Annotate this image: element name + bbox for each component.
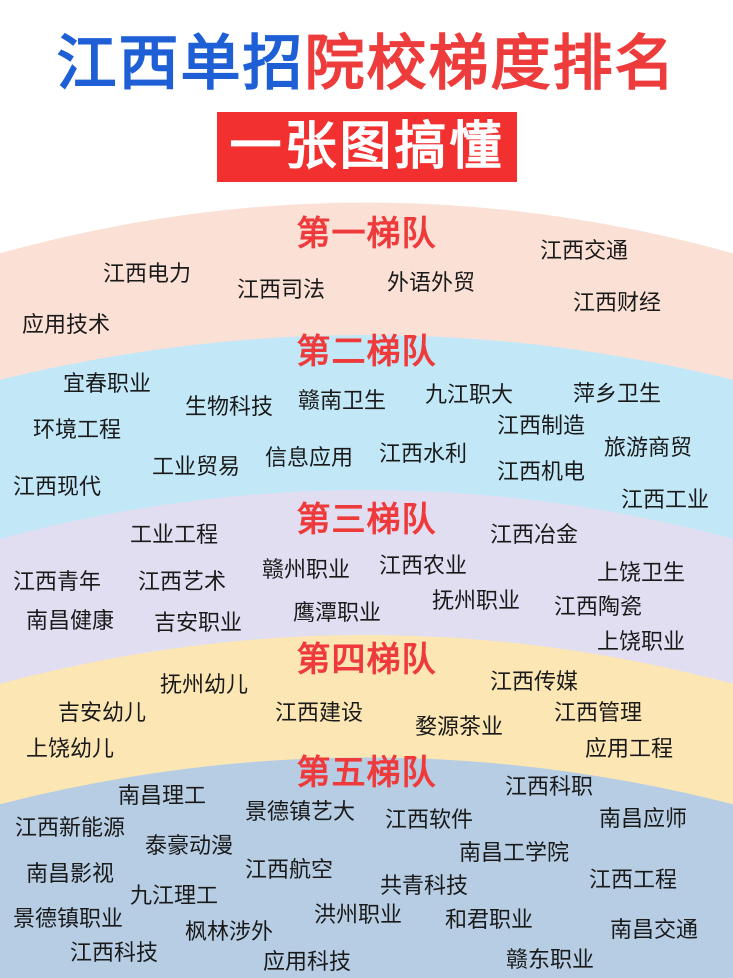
school-name: 环境工程 — [33, 418, 122, 443]
school-name: 江西制造 — [497, 414, 586, 439]
main-title-part-1: 江西单招 — [56, 29, 305, 99]
school-name: 江西现代 — [13, 475, 102, 500]
school-name: 萍乡卫生 — [573, 382, 662, 407]
school-name: 江西司法 — [237, 278, 326, 303]
school-name: 江西软件 — [385, 808, 474, 833]
school-name: 江西管理 — [554, 701, 643, 726]
subtitle-banner: 一张图搞懂 — [217, 112, 517, 182]
school-name: 江西陶瓷 — [554, 595, 643, 620]
tier-5-title: 第五梯队 — [296, 753, 437, 793]
school-name: 江西新能源 — [15, 816, 126, 841]
school-name: 南昌健康 — [26, 609, 115, 634]
tier-5-band — [0, 757, 733, 978]
school-name: 上饶幼儿 — [26, 737, 115, 762]
school-name: 赣州职业 — [262, 558, 351, 583]
school-name: 应用科技 — [263, 950, 352, 975]
school-name: 赣东职业 — [506, 948, 595, 973]
school-name: 江西冶金 — [490, 523, 579, 548]
school-name: 景德镇职业 — [13, 907, 124, 932]
school-name: 应用工程 — [585, 737, 674, 762]
school-name: 共青科技 — [380, 874, 469, 899]
school-name: 抚州幼儿 — [160, 673, 249, 698]
school-name: 鹰潭职业 — [293, 601, 382, 626]
school-name: 九江理工 — [130, 884, 219, 909]
tier-2-title: 第二梯队 — [296, 332, 437, 372]
school-name: 工业贸易 — [152, 455, 241, 480]
school-name: 江西航空 — [245, 858, 334, 883]
school-name: 洪州职业 — [314, 903, 403, 928]
school-name: 泰豪动漫 — [145, 834, 234, 859]
school-name: 南昌应师 — [599, 807, 688, 832]
school-name: 江西水利 — [379, 442, 468, 467]
school-name: 景德镇艺大 — [245, 800, 356, 825]
school-name: 南昌影视 — [26, 862, 115, 887]
school-name: 外语外贸 — [387, 271, 476, 296]
school-name: 信息应用 — [265, 446, 354, 471]
tier-1-title: 第一梯队 — [296, 214, 437, 254]
school-name: 和君职业 — [445, 908, 534, 933]
school-name: 吉安幼儿 — [58, 701, 147, 726]
school-name: 江西交通 — [540, 239, 629, 264]
school-name: 江西机电 — [497, 460, 586, 485]
school-name: 江西传媒 — [490, 670, 579, 695]
school-name: 江西农业 — [379, 554, 468, 579]
main-title-part-2: 院校梯度排名 — [304, 29, 677, 99]
tier-4-title: 第四梯队 — [296, 640, 437, 680]
school-name: 江西建设 — [275, 701, 364, 726]
school-name: 枫林涉外 — [185, 920, 274, 945]
school-name: 江西工程 — [589, 868, 678, 893]
school-name: 上饶卫生 — [597, 561, 686, 586]
school-name: 抚州职业 — [432, 589, 521, 614]
school-name: 南昌工学院 — [459, 841, 570, 866]
school-name: 生物科技 — [185, 395, 274, 420]
school-name: 应用技术 — [22, 313, 111, 338]
school-name: 江西艺术 — [138, 570, 227, 595]
school-name: 南昌理工 — [118, 784, 207, 809]
school-name: 江西财经 — [573, 291, 662, 316]
school-name: 上饶职业 — [597, 630, 686, 655]
school-name: 吉安职业 — [154, 611, 243, 636]
school-name: 工业工程 — [130, 523, 219, 548]
school-name: 南昌交通 — [610, 918, 699, 943]
school-name: 旅游商贸 — [604, 436, 693, 461]
school-name: 江西科职 — [505, 775, 594, 800]
tier-3-title: 第三梯队 — [296, 500, 437, 540]
school-name: 江西电力 — [103, 262, 192, 287]
main-title: 江西单招院校梯度排名 — [0, 26, 733, 102]
school-name: 江西科技 — [70, 941, 159, 966]
school-name: 九江职大 — [425, 383, 514, 408]
school-name: 宜春职业 — [63, 372, 152, 397]
school-name: 江西青年 — [13, 570, 102, 595]
school-name: 婺源茶业 — [415, 715, 504, 740]
school-name: 赣南卫生 — [298, 389, 387, 414]
school-name: 江西工业 — [621, 488, 710, 513]
